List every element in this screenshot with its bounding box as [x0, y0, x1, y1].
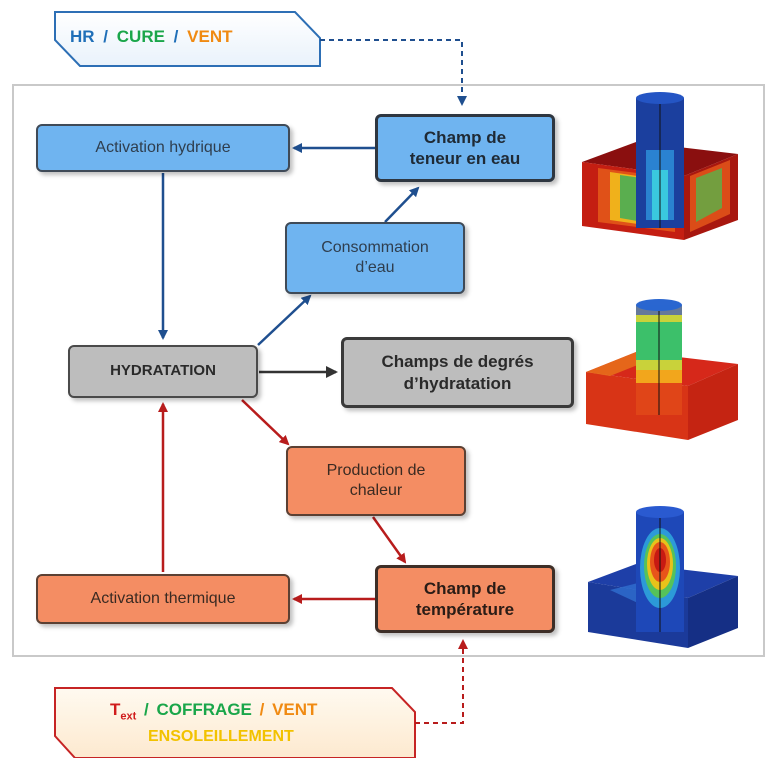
- champ-temperature-box: Champ de température: [375, 565, 555, 633]
- hr-label: HR: [70, 27, 95, 46]
- arrow-consommation-to-teneur: [384, 186, 420, 223]
- vent-label: VENT: [272, 700, 318, 719]
- bottom-input-dashed-connector: [415, 639, 468, 724]
- t-ext-label: Text: [110, 700, 137, 723]
- consommation-eau-box: Consommation d’eau: [285, 222, 465, 294]
- coffrage-label: COFFRAGE: [156, 700, 252, 719]
- cure-label: CURE: [116, 27, 165, 46]
- top-input-badge-shape: [54, 11, 321, 67]
- separator: /: [173, 27, 179, 46]
- top-input-label: HR / CURE / VENT: [70, 27, 310, 47]
- bottom-input-label: Text / COFFRAGE / VENT: [110, 700, 400, 722]
- hydratation-box: HYDRATATION: [68, 345, 258, 398]
- hydration-field-3d-render: [586, 299, 738, 440]
- arrow-hydratation-to-production: [241, 399, 290, 446]
- separator: /: [144, 700, 149, 719]
- champs-degres-hydratation-box: Champs de degrés d’hydratation: [341, 337, 574, 408]
- top-input-dashed-connector: [320, 39, 467, 106]
- vent-label: VENT: [187, 27, 233, 46]
- temperature-field-3d-render: [588, 506, 738, 648]
- activation-thermique-box: Activation thermique: [36, 574, 290, 624]
- arrow-production-to-temperature: [371, 516, 407, 564]
- champ-teneur-en-eau-box: Champ de teneur en eau: [375, 114, 555, 182]
- separator: /: [259, 700, 265, 719]
- activation-hydrique-box: Activation hydrique: [36, 124, 290, 172]
- moisture-field-3d-render: [582, 92, 738, 240]
- separator: /: [103, 27, 109, 46]
- ensoleillement-label: ENSOLEILLEMENT: [148, 728, 294, 745]
- arrow-hydratation-to-consommation: [257, 294, 312, 346]
- production-chaleur-box: Production de chaleur: [286, 446, 466, 516]
- bottom-input-badge-shape: [54, 687, 416, 758]
